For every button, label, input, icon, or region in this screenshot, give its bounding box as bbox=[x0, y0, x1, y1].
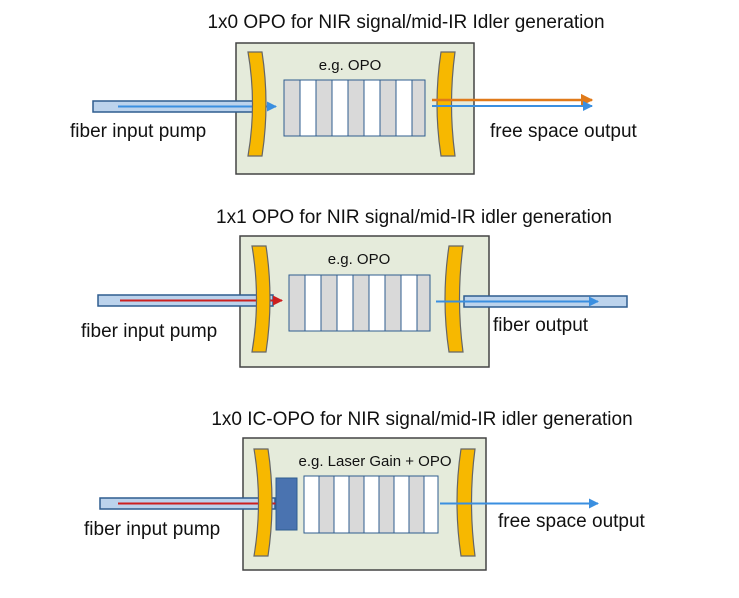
diagram-3-crystal bbox=[303, 475, 439, 534]
diagram-1-input-mirror bbox=[247, 51, 267, 157]
diagram-1-output-label: free space output bbox=[490, 121, 638, 142]
diagram-3-title: 1x0 IC-OPO for NIR signal/mid-IR idler g… bbox=[211, 409, 632, 430]
diagram-2-output-label: fiber output bbox=[493, 315, 589, 336]
diagram-1-title: 1x0 OPO for NIR signal/mid-IR Idler gene… bbox=[207, 12, 604, 33]
diagram-2-input-label: fiber input pump bbox=[81, 321, 217, 342]
diagram-1-input-label: fiber input pump bbox=[70, 121, 206, 142]
diagram-3-gain-medium bbox=[275, 477, 298, 531]
diagram-2: 1x1 OPO for NIR signal/mid-IR idler gene… bbox=[81, 207, 628, 368]
diagram-3-crystal-label: e.g. Laser Gain + OPO bbox=[299, 453, 452, 470]
diagram-2-title: 1x1 OPO for NIR signal/mid-IR idler gene… bbox=[216, 207, 612, 228]
diagram-2-crystal-label: e.g. OPO bbox=[328, 251, 391, 268]
diagram-3-output-label: free space output bbox=[498, 511, 646, 532]
diagram-2-crystal bbox=[288, 274, 431, 332]
diagram-2-input-mirror bbox=[251, 245, 271, 353]
diagram-3-input-mirror bbox=[253, 448, 273, 557]
diagram-3: 1x0 IC-OPO for NIR signal/mid-IR idler g… bbox=[84, 409, 646, 571]
diagram-1: 1x0 OPO for NIR signal/mid-IR Idler gene… bbox=[70, 12, 638, 175]
diagram-1-output-mirror bbox=[436, 51, 456, 157]
diagram-2-output-mirror bbox=[444, 245, 464, 353]
diagram-1-crystal bbox=[283, 79, 426, 137]
diagram-1-crystal-label: e.g. OPO bbox=[319, 57, 382, 74]
diagram-3-input-label: fiber input pump bbox=[84, 519, 220, 540]
